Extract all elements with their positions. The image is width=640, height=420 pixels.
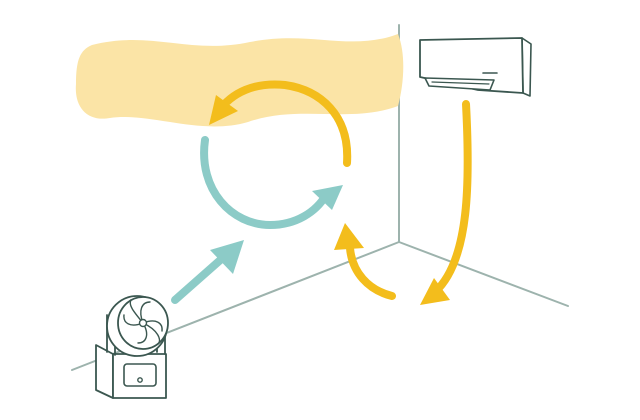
ac-outlet-louver: [424, 77, 495, 91]
warm-circulation-arrow: [209, 80, 352, 167]
cool-circulation-head: [312, 185, 343, 210]
floor-return-curve: [346, 244, 396, 300]
fan-power-button: [137, 377, 143, 383]
circulator-fan-icon: [95, 295, 169, 399]
fan-stand-side: [95, 344, 114, 399]
ac-downdraft-curve: [431, 100, 472, 296]
warm-circulation-curve: [214, 80, 352, 167]
floor-return-arrow: [334, 223, 396, 300]
ac-downdraft-head: [420, 278, 450, 305]
fan-airflow-arrow: [171, 240, 244, 304]
fan-hub: [138, 318, 148, 328]
room-floor-right-edge: [398, 241, 569, 307]
ac-downdraft-arrow: [420, 100, 472, 305]
cool-circulation-curve: [200, 136, 330, 230]
warm-air-cloud: [75, 34, 404, 127]
fan-stand-window: [123, 363, 157, 387]
fan-airflow-head: [210, 240, 244, 274]
warm-circulation-head: [209, 95, 238, 125]
air-conditioner-icon: [419, 37, 532, 97]
ac-louver-line: [431, 81, 490, 85]
floor-return-head: [334, 223, 364, 250]
cool-circulation-arrow: [200, 136, 343, 230]
fan-airflow-shaft: [171, 251, 230, 304]
